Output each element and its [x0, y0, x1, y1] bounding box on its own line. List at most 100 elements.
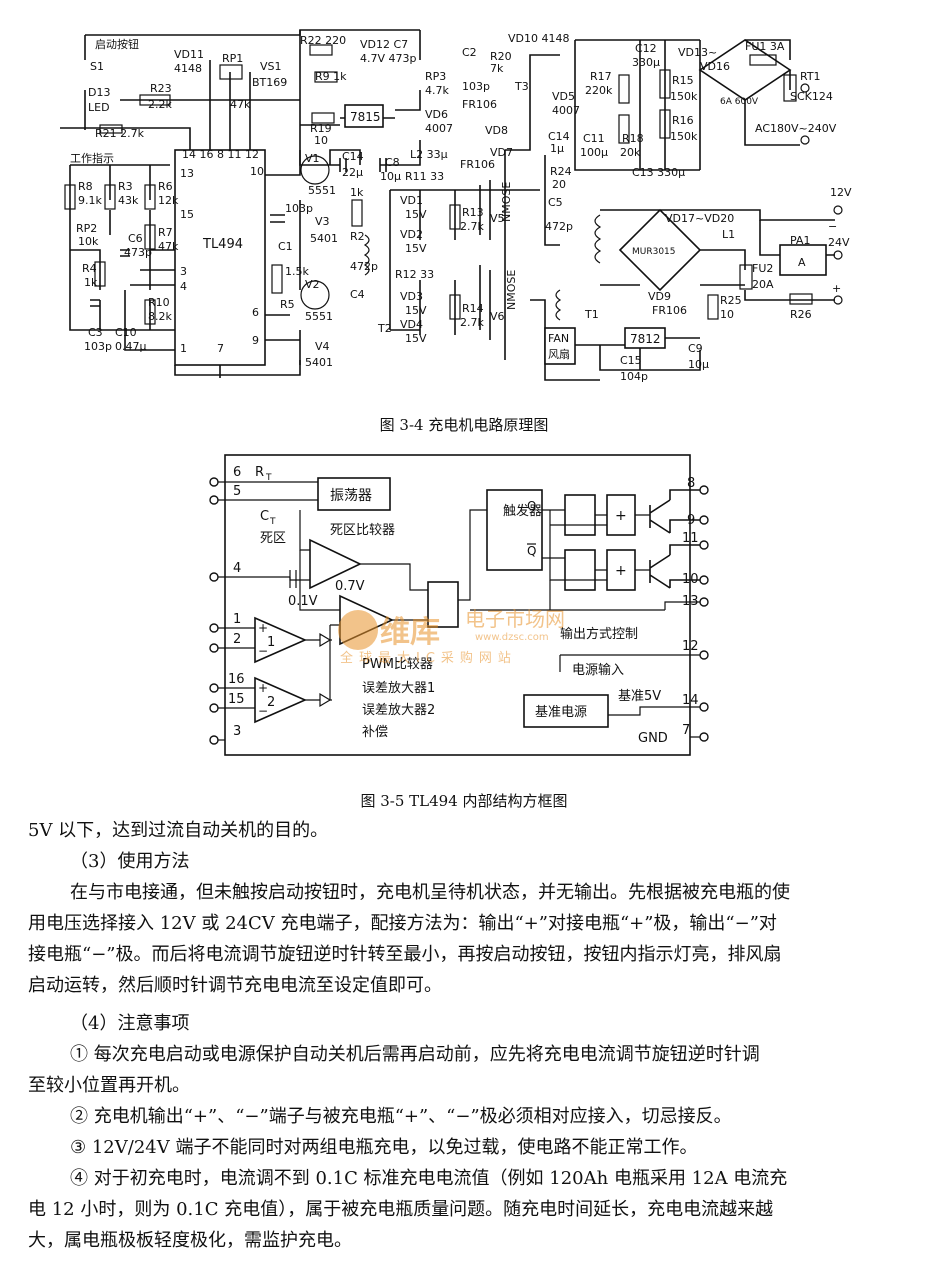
text-line-1: 5V 以下，达到过流自动关机的目的。 [28, 820, 329, 841]
lbl-r19: R19 [310, 122, 332, 135]
legend-ea2: 误差放大器2 [362, 703, 435, 718]
pin-1-terminal [209, 623, 219, 633]
lbl-r16: R16 [672, 114, 694, 127]
lbl-d13: D13 [88, 86, 110, 99]
lbl-t1: T1 [584, 308, 599, 321]
lbl-v4m: 5401 [305, 356, 333, 369]
lbl-vd11: VD11 [174, 48, 204, 61]
r17 [618, 74, 630, 104]
t2-coil-primary [363, 234, 370, 276]
pin-3-terminal [209, 735, 219, 745]
lbl-c14bv: 1µ [550, 142, 564, 155]
r21 [99, 124, 123, 134]
or-gate [427, 581, 459, 628]
lbl-r23v: 2.2k [148, 98, 172, 111]
fu1 [749, 54, 777, 66]
lbl-r9: R9 1k [315, 70, 347, 83]
lbl-c14: C14 [342, 150, 364, 163]
lbl-r26: R26 [790, 308, 812, 321]
lbl-c15: C15 [620, 354, 642, 367]
lbl-r20: R20 [490, 50, 512, 63]
legend-comp: 补偿 [362, 725, 388, 740]
pin9-num: 9 [687, 513, 695, 528]
lbl-v1m: 5551 [308, 184, 336, 197]
r16 [659, 109, 671, 139]
pin12-num: 12 [682, 639, 699, 654]
legend-pwm: PWM比较器 [362, 657, 433, 672]
lbl-vd12v: 4.7V 473p [360, 52, 417, 65]
lbl-r2v: 1k [350, 186, 364, 199]
lbl-v6: V6 [490, 310, 505, 323]
lbl-c9: C9 [688, 342, 703, 355]
pin-10-terminal [699, 575, 709, 585]
ic-label: TL494 [202, 237, 243, 252]
lbl-r7: R7 [158, 226, 173, 239]
terminal-plus [833, 295, 843, 305]
amp2-plus: + [258, 681, 268, 695]
terminal-24v [833, 250, 843, 260]
error-amp-1 [254, 616, 307, 664]
pin-6-terminal [209, 477, 219, 487]
note-2: ② 充电机输出“+”、“−”端子与被充电瓶“+”、“−”极必须相对应接入，切忌接… [70, 1106, 732, 1127]
note-4c: 大，属电瓶极板轻度极化，需监护充电。 [28, 1230, 352, 1251]
tl494-block-diagram: 振荡器 6 5 4 1 2 16 15 3 R T C T 死区 死区比较器 0… [209, 454, 709, 756]
pin-12-terminal [699, 650, 709, 660]
lbl-fr106b: FR106 [460, 158, 495, 171]
r13 [449, 204, 461, 230]
lbl-c14b: C14 [548, 130, 570, 143]
lbl-c2: C2 [462, 46, 477, 59]
pin-1: 1 [180, 342, 187, 355]
lbl-vd13: VD13~ [678, 46, 717, 59]
lbl-v3m: 5401 [310, 232, 338, 245]
lbl-v2: V2 [305, 278, 320, 291]
lbl-fan-cn: 风扇 [548, 347, 570, 361]
lbl-c10: C10 [115, 326, 137, 339]
lbl-vd6v: 4007 [425, 122, 453, 135]
lbl-r15v: 150k [670, 90, 698, 103]
watermark-site: 电子市场网 [465, 607, 565, 631]
reg-7815 [344, 104, 384, 128]
rp1 [219, 64, 243, 80]
usage-para-3: 接电瓶“−”极。而后将电流调节旋钮逆时针转至最小，再按启动按钮，按钮内指示灯亮，… [28, 944, 782, 965]
pin-13-terminal [699, 597, 709, 607]
ac-terminal-1 [800, 135, 810, 145]
lbl-c3: C3 [88, 326, 103, 339]
lbl-out12: 12V [830, 186, 852, 199]
pin-5-terminal [209, 495, 219, 505]
lbl-rp3: RP3 [425, 70, 446, 83]
lbl-v2m: 5551 [305, 310, 333, 323]
lbl-r11: R11 33 [405, 170, 444, 183]
lbl-r14v: 2.7k [460, 316, 484, 329]
r4 [94, 261, 106, 287]
plus-2: + [615, 563, 627, 579]
reg-7812-label: 7812 [630, 332, 661, 346]
lbl-c6: C6 [128, 232, 143, 245]
note-4a: ④ 对于初充电时，电流调不到 0.1C 标准充电电流值（例如 120Ah 电瓶采… [70, 1168, 788, 1189]
lbl-fu2v: 20A [752, 278, 774, 291]
ct-label: C [260, 509, 269, 524]
fu2 [739, 264, 753, 290]
lbl-v1: V1 [305, 152, 320, 165]
lbl-r6v: 12k [158, 194, 179, 207]
pin11-num: 11 [682, 531, 699, 546]
lbl-rp2: RP2 [76, 222, 97, 235]
note-4b: 电 12 小时，则为 0.1C 充电值），属于被充电瓶质量问题。随充电时间延长，… [28, 1199, 774, 1220]
lbl-amp: A [798, 256, 806, 269]
amp2-minus: − [258, 704, 268, 718]
lbl-c8: C8 [385, 156, 400, 169]
v2-transistor [300, 280, 330, 310]
tl494-frame [224, 454, 691, 756]
ct-sub: T [269, 517, 276, 527]
lbl-c11: C11 [583, 132, 605, 145]
lbl-r6: R6 [158, 180, 173, 193]
r14 [449, 294, 461, 320]
pin-11-terminal [699, 540, 709, 550]
lbl-c5v: 472p [545, 220, 573, 233]
t1-coil [555, 289, 562, 321]
amp2-num: 2 [267, 695, 275, 710]
amp1-plus: + [258, 621, 268, 635]
lbl-r4: R4 [82, 262, 97, 275]
pin-8-terminal [699, 485, 709, 495]
pin13-num: 13 [682, 594, 699, 609]
r5 [271, 264, 283, 294]
